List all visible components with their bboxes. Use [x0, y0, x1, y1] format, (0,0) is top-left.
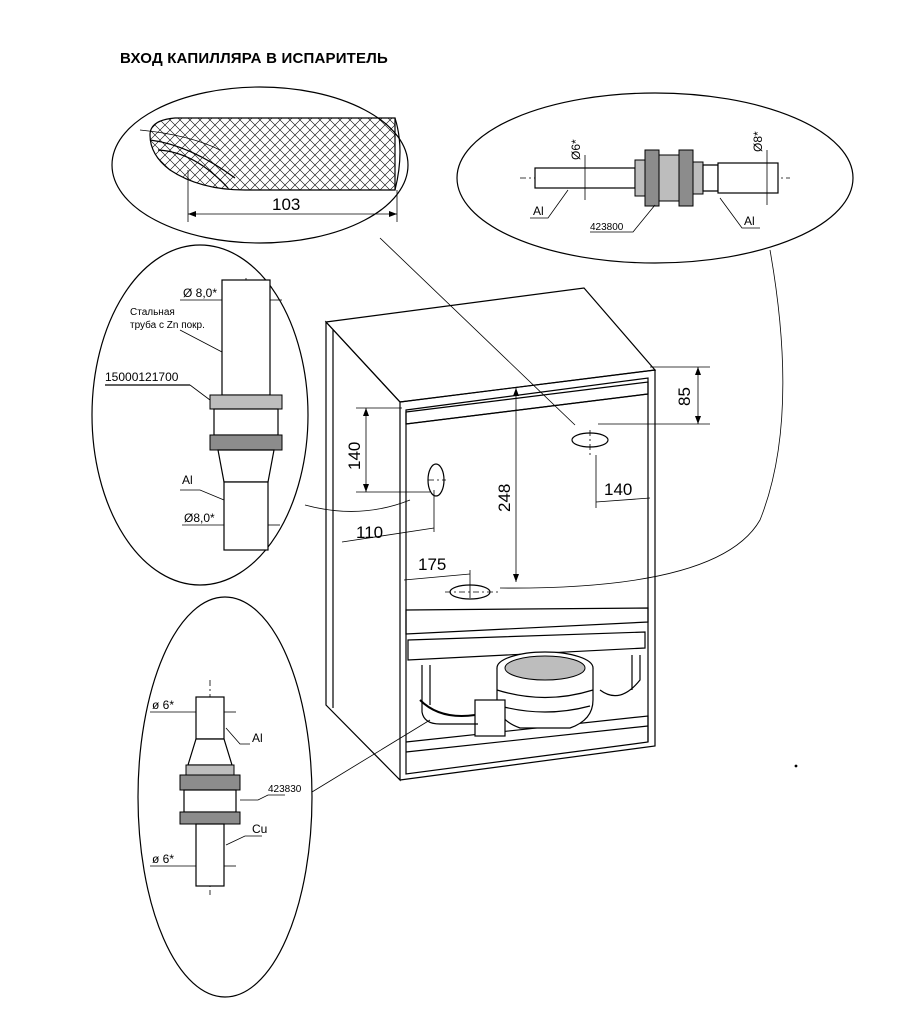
page-title: ВХОД КАПИЛЛЯРА В ИСПАРИТЕЛЬ	[120, 50, 388, 67]
material-al-label: Al	[182, 473, 193, 487]
material-al-left: Al	[533, 204, 544, 218]
refrigerator-cabinet	[324, 287, 657, 782]
dia-6-top-label: ø 6*	[152, 698, 174, 712]
part-number-423830: 423830	[268, 784, 302, 795]
leader-lines	[304, 237, 784, 793]
dia-8-bottom-label: Ø8,0*	[184, 511, 215, 525]
part-number-423800: 423800	[590, 222, 624, 233]
cabinet-dimensions: 140 110 248 85 140 175	[341, 366, 710, 598]
dia-8-label: Ø8*	[751, 131, 765, 152]
dim-248: 248	[495, 484, 514, 512]
detail-al-joint: Ø6* Ø8* Al 423800 Al	[456, 92, 854, 264]
dim-110: 110	[356, 523, 383, 542]
dim-140-left: 140	[345, 442, 364, 470]
dim-175: 175	[418, 555, 446, 574]
dim-85: 85	[675, 387, 694, 406]
detail-steel-tube-joint: Ø 8,0* Ø8,0* Стальная труба с Zn покр. 1…	[91, 244, 309, 586]
dia-6-label: Ø6*	[569, 139, 583, 160]
dim-140-right: 140	[604, 480, 632, 499]
steel-note-line2: труба с Zn покр.	[130, 319, 205, 331]
stray-dot	[794, 764, 798, 768]
steel-note-line1: Стальная	[130, 307, 175, 318]
dia-8-top-label: Ø 8,0*	[183, 286, 217, 300]
detail-al-cu-joint: ø 6* ø 6* Al 423830 Cu	[137, 596, 313, 998]
material-cu: Cu	[252, 822, 267, 836]
material-al-top: Al	[252, 731, 263, 745]
dimension-103: 103	[272, 195, 300, 214]
part-number-15000121700: 15000121700	[105, 370, 179, 384]
material-al-right: Al	[744, 214, 755, 228]
detail-capillary-entry: 103	[111, 86, 409, 244]
dia-6-bottom-label: ø 6*	[152, 852, 174, 866]
